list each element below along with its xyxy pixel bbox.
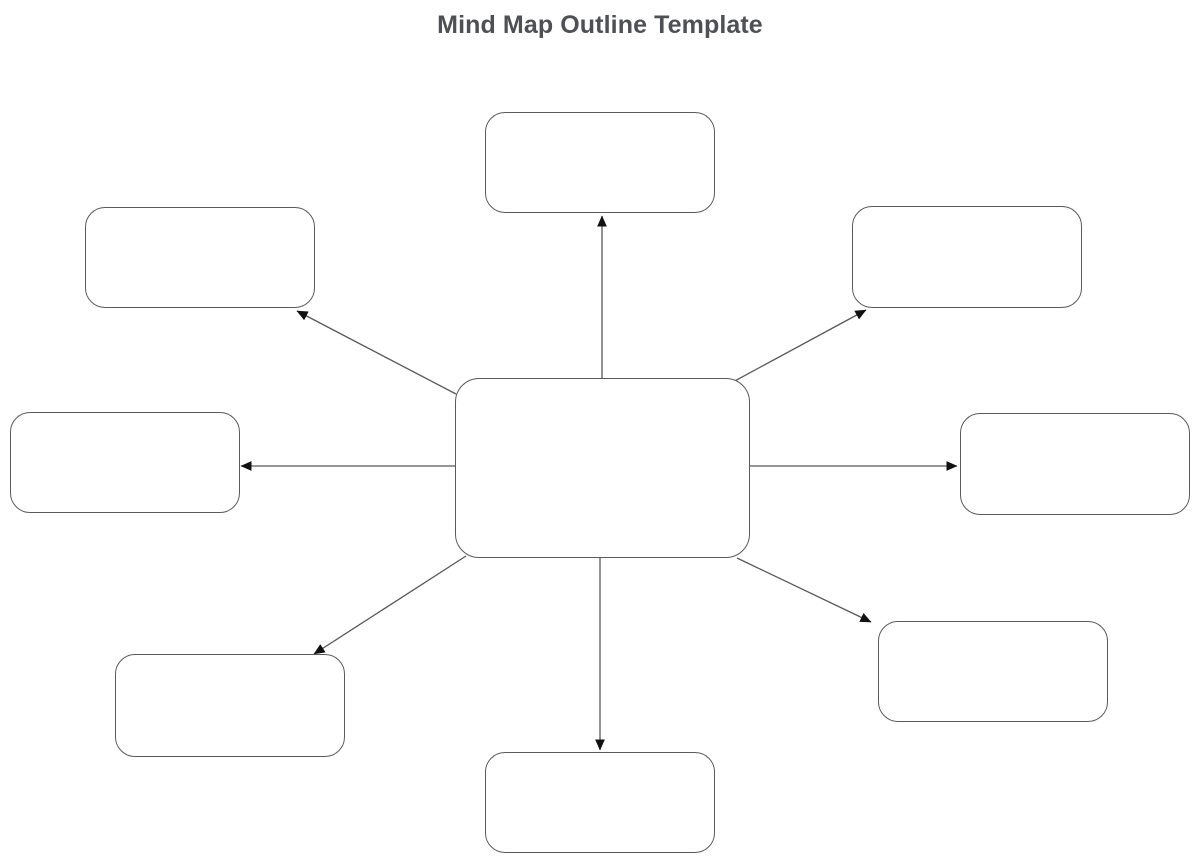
connector-upper-right — [730, 309, 867, 384]
connector-lower-right — [736, 557, 872, 623]
branch-node-left[interactable] — [10, 412, 240, 513]
page-title: Mind Map Outline Template — [437, 11, 763, 39]
branch-node-bottom[interactable] — [485, 752, 715, 853]
connector-lower-left — [313, 555, 467, 655]
branch-node-top[interactable] — [485, 112, 715, 213]
branch-node-lower-left[interactable] — [115, 654, 345, 757]
branch-node-right[interactable] — [960, 413, 1190, 515]
branch-node-lower-right[interactable] — [878, 621, 1108, 722]
central-node[interactable] — [455, 378, 750, 558]
branch-node-upper-right[interactable] — [852, 206, 1082, 308]
branch-node-upper-left[interactable] — [85, 207, 315, 308]
connector-upper-left — [296, 310, 457, 395]
